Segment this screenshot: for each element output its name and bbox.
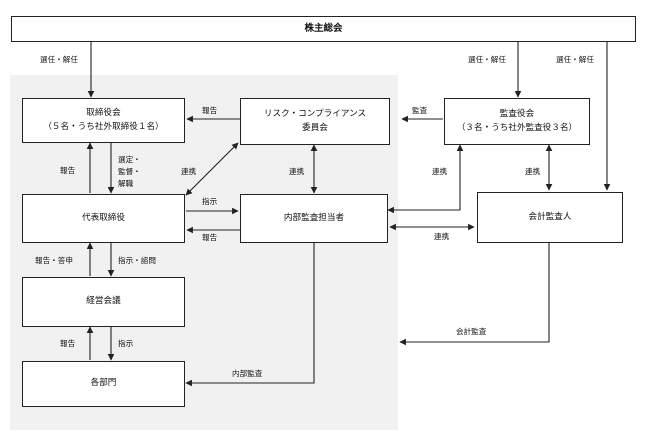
departments-box: 各部門: [22, 361, 185, 407]
internal-audit-box: 内部監査担当者: [240, 194, 388, 243]
label-internal-audit: 内部監査: [232, 369, 263, 378]
label-select-oversee-3: 解職: [118, 179, 134, 188]
accounting-auditor-box: 会計監査人: [477, 192, 623, 243]
label-report-internal-ceo: 報告: [202, 233, 218, 242]
audit-board-box: 監査役会 （３名・うち社外監査役３名）: [444, 98, 590, 145]
internal-audit-label: 内部監査担当者: [283, 212, 345, 223]
departments-label: 各部門: [90, 378, 117, 389]
arrow-risk-ceo: [185, 142, 239, 196]
label-elect-dismiss-accountant: 選任・解任: [556, 55, 594, 64]
label-report-consult: 報告・答申: [35, 256, 73, 265]
risk-committee-title-1: リスク・コンプライアンス: [263, 109, 367, 120]
management-meeting-label: 経営会議: [86, 296, 121, 307]
arrow-accounting-audit: [399, 243, 550, 346]
management-meeting-box: 経営会議: [22, 277, 185, 327]
label-select-oversee-1: 選定・: [118, 155, 141, 164]
label-instruct-dept: 指示: [118, 339, 134, 348]
label-coop-risk-ceo: 連携: [181, 167, 197, 176]
shareholders-meeting-label: 株主総会: [304, 22, 343, 34]
label-audit-auditors-to-risk: 監査: [412, 106, 428, 115]
label-elect-dismiss-board: 選任・解任: [40, 55, 78, 64]
label-instruct-consult: 指示・諮問: [118, 256, 156, 265]
label-coop-internal-accountant: 連携: [434, 232, 450, 241]
label-instruct-ceo-internal: 指示: [202, 197, 218, 206]
ceo-label: 代表取締役: [82, 212, 125, 223]
label-coop-risk-internal: 連携: [289, 167, 305, 176]
label-elect-dismiss-auditors: 選任・解任: [468, 55, 506, 64]
accounting-auditor-label: 会計監査人: [528, 211, 572, 222]
ceo-box: 代表取締役: [22, 194, 185, 243]
label-report-risk-to-board: 報告: [202, 106, 218, 115]
label-report-ceo-to-board: 報告: [60, 166, 76, 175]
audit-board-composition: （３名・うち社外監査役３名）: [456, 122, 578, 133]
shareholders-meeting-box: 株主総会: [11, 16, 636, 42]
label-accounting-audit: 会計監査: [456, 327, 487, 336]
arrow-internal-audit-to-dept: [185, 243, 315, 387]
audit-board-title: 監査役会: [499, 109, 535, 120]
board-composition: （５名・うち社外取締役１名）: [43, 121, 164, 132]
risk-committee-title-2: 委員会: [302, 122, 328, 133]
label-report-dept: 報告: [60, 339, 76, 348]
board-of-directors-box: 取締役会 （５名・うち社外取締役１名）: [22, 98, 185, 143]
label-select-oversee-2: 監督・: [118, 167, 141, 176]
board-title: 取締役会: [86, 108, 121, 119]
arrow-auditors-internal: [387, 144, 464, 214]
label-coop-auditors-internal: 連携: [432, 167, 448, 176]
risk-compliance-committee-box: リスク・コンプライアンス 委員会: [240, 98, 390, 145]
label-coop-auditors-accountant: 連携: [525, 167, 541, 176]
